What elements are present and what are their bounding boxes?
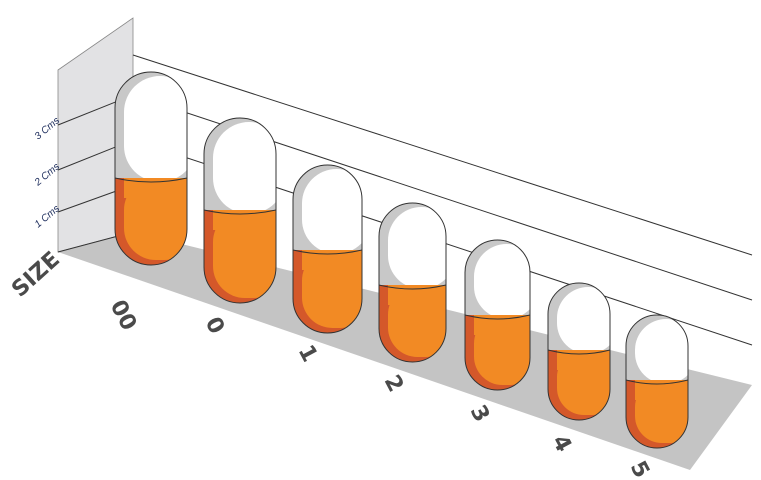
capsule-body-top (124, 178, 187, 198)
capsule-body (124, 178, 187, 260)
grid-line-top (132, 54, 753, 256)
tick-label-2cm: 2 Cms (32, 161, 62, 189)
capsule-cap (124, 76, 187, 182)
capsule-outline (625, 314, 689, 449)
size-label: 0 (200, 313, 229, 338)
capsule-body-top (635, 380, 688, 400)
capsule-outline (292, 164, 363, 334)
capsule-body-top (557, 350, 610, 370)
capsule-cap (474, 244, 530, 319)
capsule-seam (378, 284, 447, 290)
capsule-size-0: 0 (200, 117, 277, 338)
capsule-outline (203, 117, 277, 304)
capsule-cap (557, 287, 610, 354)
capsule-outline (464, 239, 531, 391)
capsule-seam (292, 249, 363, 255)
capsule-outline (114, 71, 188, 266)
capsule-body-top (474, 315, 530, 335)
capsule-body (213, 210, 276, 298)
capsule-cap (635, 319, 688, 384)
size-label: 1 (293, 341, 322, 366)
size-label: 4 (547, 431, 576, 456)
capsule-size-5: 5 (625, 314, 689, 480)
capsule-body-top (388, 285, 446, 305)
capsule-seam (203, 209, 277, 215)
size-label: 2 (379, 371, 408, 396)
axis-title-size: SIZE (7, 247, 65, 302)
capsule-body-top (213, 210, 276, 230)
capsule-seam (464, 314, 531, 320)
capsule-size-3: 3 (464, 239, 531, 426)
capsule-size-4: 4 (547, 282, 611, 456)
capsule-size-1: 1 (292, 164, 363, 366)
capsule-seam (625, 379, 689, 385)
capsule-seam (114, 177, 188, 183)
capsule-size-00: 00 (105, 71, 188, 335)
capsule-outline (547, 282, 611, 421)
capsule-cap (388, 207, 446, 289)
size-label: 3 (465, 401, 494, 426)
capsule-cap (302, 169, 362, 254)
capsule-cap (213, 122, 276, 214)
capsule-outline (378, 202, 447, 363)
capsule-body-top (302, 250, 362, 270)
size-label: 5 (625, 457, 654, 480)
size-label: 00 (105, 296, 141, 335)
capsule-seam (547, 349, 611, 355)
